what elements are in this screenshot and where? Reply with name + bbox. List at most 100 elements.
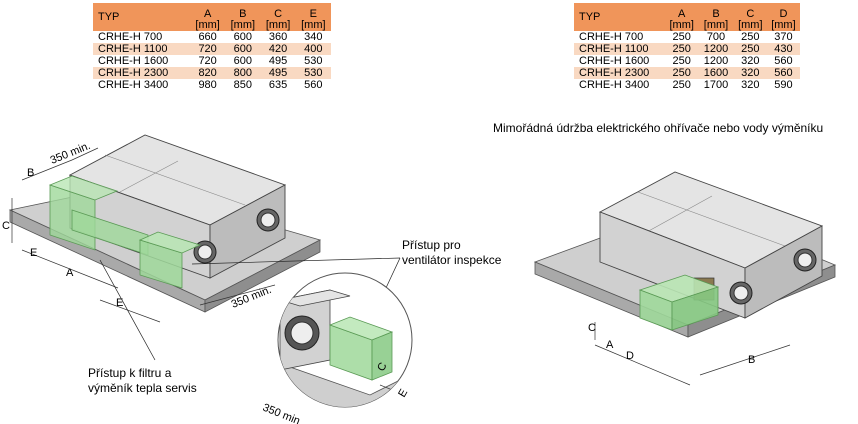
table-cell: 560 — [774, 55, 793, 67]
table-cell: CRHE-H 3400 — [579, 79, 650, 91]
table-cell: 320 — [741, 79, 760, 91]
table-row: CRHE-H 3400 250 1700 320 590 — [574, 79, 800, 91]
table-cell: 250 — [665, 43, 699, 55]
dim-label-a: A — [66, 267, 74, 279]
right-header-b-unit: [mm] — [703, 19, 729, 31]
dim-label-e2: E — [116, 297, 123, 309]
table-row: CRHE-H 1100 720 600 420 400 — [93, 43, 331, 55]
right-dimension-table: TYP A[mm] B[mm] C[mm] D[mm] CRHE-H 700 2… — [574, 3, 800, 91]
table-cell: 1600 — [698, 67, 734, 79]
table-cell: 590 — [774, 79, 793, 91]
left-header-a-name: A — [203, 8, 212, 20]
callout-fan-access-line1: Přístup pro — [402, 238, 461, 252]
table-cell: CRHE-H 1600 — [579, 55, 650, 67]
table-cell: 720 — [198, 55, 217, 67]
table-cell: CRHE-H 1100 — [93, 43, 190, 55]
left-header-e-name: E — [309, 8, 318, 20]
table-cell: 320 — [733, 67, 767, 79]
dim-right-b: B — [748, 354, 755, 366]
table-cell: 560 — [304, 79, 323, 91]
dim-detail-e: E — [396, 387, 410, 399]
dim-right-c: C — [588, 322, 596, 334]
table-cell: 600 — [225, 43, 261, 55]
right-header-a-name: A — [678, 8, 686, 20]
right-assembly — [533, 171, 837, 386]
table-cell: 560 — [766, 67, 800, 79]
left-header-c-name: C — [274, 8, 283, 20]
table-row: CRHE-H 3400 980 850 635 560 — [93, 79, 331, 91]
right-header-c-name: C — [746, 8, 755, 20]
dim-label-b: B — [27, 167, 34, 179]
table-cell: 495 — [260, 67, 296, 79]
table-cell: 430 — [766, 43, 800, 55]
right-header-c-unit: [mm] — [738, 19, 763, 31]
table-cell: 1200 — [698, 43, 734, 55]
right-header-c: C[mm] — [733, 3, 767, 31]
table-cell: 600 — [233, 55, 253, 67]
table-cell: 320 — [741, 55, 760, 67]
table-cell: 1200 — [703, 55, 729, 67]
left-assembly — [8, 134, 322, 323]
table-cell: 530 — [304, 55, 323, 67]
table-cell: CRHE-H 1100 — [574, 43, 666, 55]
table-cell: 250 — [672, 31, 691, 43]
right-header-a: A[mm] — [665, 3, 699, 31]
right-header-a-unit: [mm] — [669, 19, 694, 31]
table-cell: 530 — [295, 67, 331, 79]
callout-fan-access: Přístup pro ventilátor inspekce — [402, 238, 501, 268]
table-cell: CRHE-H 3400 — [98, 79, 169, 91]
left-header-e: E[mm] — [295, 3, 331, 31]
callout-filter-access-line1: Přístup k filtru a — [88, 366, 172, 380]
dim-clearance-detail: 350 min. — [261, 402, 305, 424]
left-header-a-unit: [mm] — [195, 19, 220, 31]
table-cell: 1700 — [703, 79, 729, 91]
table-cell: 720 — [190, 43, 226, 55]
table-row: CRHE-H 2300 820 800 495 530 — [93, 67, 331, 79]
left-header-e-unit: [mm] — [301, 19, 326, 31]
left-table-header: TYP A[mm] B[mm] C[mm] E[mm] — [93, 3, 331, 31]
table-cell: 495 — [268, 55, 288, 67]
table-cell: 250 — [733, 43, 767, 55]
table-cell: CRHE-H 700 — [579, 31, 644, 43]
table-cell: 250 — [672, 55, 691, 67]
table-cell: 980 — [198, 79, 217, 91]
right-header-typ: TYP — [574, 3, 666, 31]
table-cell: 250 — [665, 67, 699, 79]
left-header-b-unit: [mm] — [230, 19, 256, 31]
dim-right-d: D — [626, 350, 634, 362]
table-row: CRHE-H 700 250 700 250 370 — [574, 31, 800, 43]
table-row: CRHE-H 1100 250 1200 250 430 — [574, 43, 800, 55]
right-header-d-name: D — [779, 8, 788, 20]
right-table-header: TYP A[mm] B[mm] C[mm] D[mm] — [574, 3, 800, 31]
dim-label-c: C — [2, 220, 10, 232]
table-cell: 820 — [190, 67, 226, 79]
right-header-b-name: B — [712, 8, 720, 20]
table-cell: CRHE-H 1600 — [98, 55, 169, 67]
left-header-b-name: B — [239, 8, 247, 20]
table-row: CRHE-H 1600 250 1200 320 560 — [574, 55, 800, 67]
right-header-d-unit: [mm] — [771, 19, 796, 31]
dim-label-e: E — [30, 247, 37, 259]
table-cell: CRHE-H 2300 — [93, 67, 190, 79]
left-header-c-unit: [mm] — [265, 19, 291, 31]
table-cell: 420 — [260, 43, 296, 55]
floor-slab-side — [204, 239, 321, 313]
table-row: CRHE-H 1600 720 600 495 530 — [93, 55, 331, 67]
table-cell: 850 — [233, 79, 253, 91]
left-header-c: C[mm] — [260, 3, 296, 31]
dim-right-a: A — [606, 339, 614, 351]
table-row: CRHE-H 2300 250 1600 320 560 — [574, 67, 800, 79]
left-header-a: A[mm] — [190, 3, 226, 31]
table-cell: 370 — [774, 31, 793, 43]
detail-magnifier — [277, 272, 413, 408]
left-header-b: B[mm] — [225, 3, 261, 31]
table-cell: 250 — [672, 79, 691, 91]
callout-filter-access: Přístup k filtru a výměník tepla servis — [88, 366, 197, 396]
table-cell: CRHE-H 2300 — [574, 67, 666, 79]
table-cell: 800 — [225, 67, 261, 79]
table-cell: 360 — [268, 31, 288, 43]
left-header-typ: TYP — [93, 3, 190, 31]
table-cell: 340 — [304, 31, 323, 43]
table-cell: 660 — [198, 31, 217, 43]
